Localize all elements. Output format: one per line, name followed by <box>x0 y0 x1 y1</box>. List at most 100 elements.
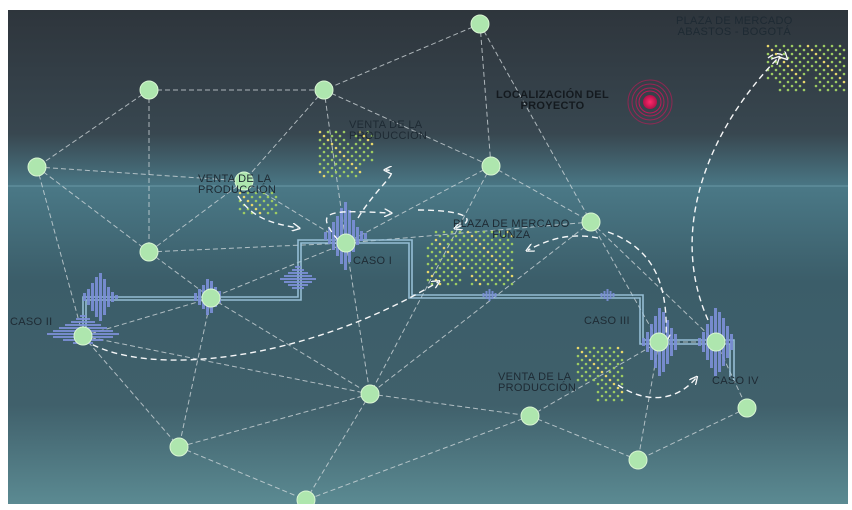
produce-dot <box>814 60 818 64</box>
network-edge <box>178 393 371 448</box>
produce-dot <box>334 130 338 134</box>
produce-dot <box>478 274 482 278</box>
histogram-bar <box>107 287 110 307</box>
produce-dot <box>580 366 584 370</box>
produce-dot <box>330 142 334 146</box>
produce-dot <box>486 266 490 270</box>
produce-dot <box>778 64 782 68</box>
produce-dot <box>838 60 842 64</box>
produce-dot <box>596 398 600 402</box>
produce-dot <box>346 174 350 178</box>
produce-dot <box>786 56 790 60</box>
histogram-bar <box>670 328 673 356</box>
network-edge <box>210 297 371 395</box>
histogram-vertical <box>600 289 615 301</box>
produce-dot <box>478 234 482 238</box>
produce-dot <box>620 398 624 402</box>
label-localizacion-line1: LOCALIZACIÓN DEL <box>496 89 609 101</box>
produce-dot <box>778 56 782 60</box>
produce-dot <box>458 246 462 250</box>
produce-dot <box>790 84 794 88</box>
produce-dot <box>620 382 624 386</box>
produce-dot <box>596 374 600 378</box>
produce-dot <box>596 358 600 362</box>
histogram-bar <box>646 332 649 352</box>
curved-arrow <box>417 209 468 228</box>
network-edge <box>36 166 84 337</box>
produce-dot <box>580 350 584 354</box>
marker-ring <box>631 83 669 121</box>
network-edge <box>243 89 325 182</box>
produce-dot <box>604 350 608 354</box>
produce-dot <box>466 246 470 250</box>
network-node <box>581 212 601 232</box>
histogram-bar <box>83 293 86 301</box>
produce-dot <box>822 44 826 48</box>
network-node <box>139 242 159 262</box>
produce-dot <box>434 262 438 266</box>
produce-dot <box>834 72 838 76</box>
produce-dot <box>474 238 478 242</box>
produce-dot <box>346 158 350 162</box>
marker-core <box>643 95 657 109</box>
produce-dot <box>482 246 486 250</box>
produce-dot <box>458 230 462 234</box>
produce-dot <box>446 250 450 254</box>
histogram-bar <box>95 277 98 317</box>
histogram-bar <box>606 289 609 301</box>
network-edge <box>323 23 481 91</box>
produce-dot <box>510 258 514 262</box>
produce-dot <box>338 150 342 154</box>
histogram-bar <box>609 291 612 299</box>
produce-dot <box>334 154 338 158</box>
produce-dot <box>604 390 608 394</box>
produce-dot <box>326 154 330 158</box>
histogram-bar <box>198 289 201 305</box>
produce-dot <box>826 72 830 76</box>
produce-dot <box>842 56 846 60</box>
produce-dot <box>482 262 486 266</box>
produce-dot <box>790 44 794 48</box>
produce-dot <box>818 48 822 52</box>
produce-dot <box>338 174 342 178</box>
produce-dot <box>274 203 278 207</box>
produce-dot <box>770 48 774 52</box>
network-node <box>234 171 254 191</box>
produce-dot <box>470 250 474 254</box>
histogram-vertical <box>482 289 497 301</box>
produce-dot <box>346 142 350 146</box>
curved-arrow <box>83 282 438 361</box>
produce-dot <box>450 254 454 258</box>
produce-dot <box>576 354 580 358</box>
produce-dot <box>810 64 814 68</box>
produce-dot <box>466 254 470 258</box>
produce-dot <box>616 370 620 374</box>
produce-dot <box>506 230 510 234</box>
network-node <box>481 156 501 176</box>
histogram-bar <box>491 291 494 299</box>
produce-dot <box>322 158 326 162</box>
produce-dot <box>502 258 506 262</box>
produce-dot <box>510 250 514 254</box>
network-edge <box>82 335 371 395</box>
produce-dot <box>794 64 798 68</box>
network-node <box>649 332 669 352</box>
curved-arrow <box>691 58 778 321</box>
histogram-bar <box>99 273 102 321</box>
produce-dot <box>342 154 346 158</box>
produce-dot <box>782 68 786 72</box>
produce-dot <box>458 254 462 258</box>
produce-dot <box>616 346 620 350</box>
label-venta-2-line1: VENTA DE LA <box>198 173 272 185</box>
produce-dot <box>766 76 770 80</box>
produce-dot <box>454 282 458 286</box>
produce-dot <box>498 238 502 242</box>
produce-dot <box>794 72 798 76</box>
produce-dot <box>430 242 434 246</box>
produce-dot <box>802 48 806 52</box>
produce-dot <box>774 52 778 56</box>
produce-dot <box>794 80 798 84</box>
produce-dot <box>242 195 246 199</box>
produce-dot <box>254 207 258 211</box>
label-venta-1-line2: PRODUCCIÓN <box>349 130 428 142</box>
